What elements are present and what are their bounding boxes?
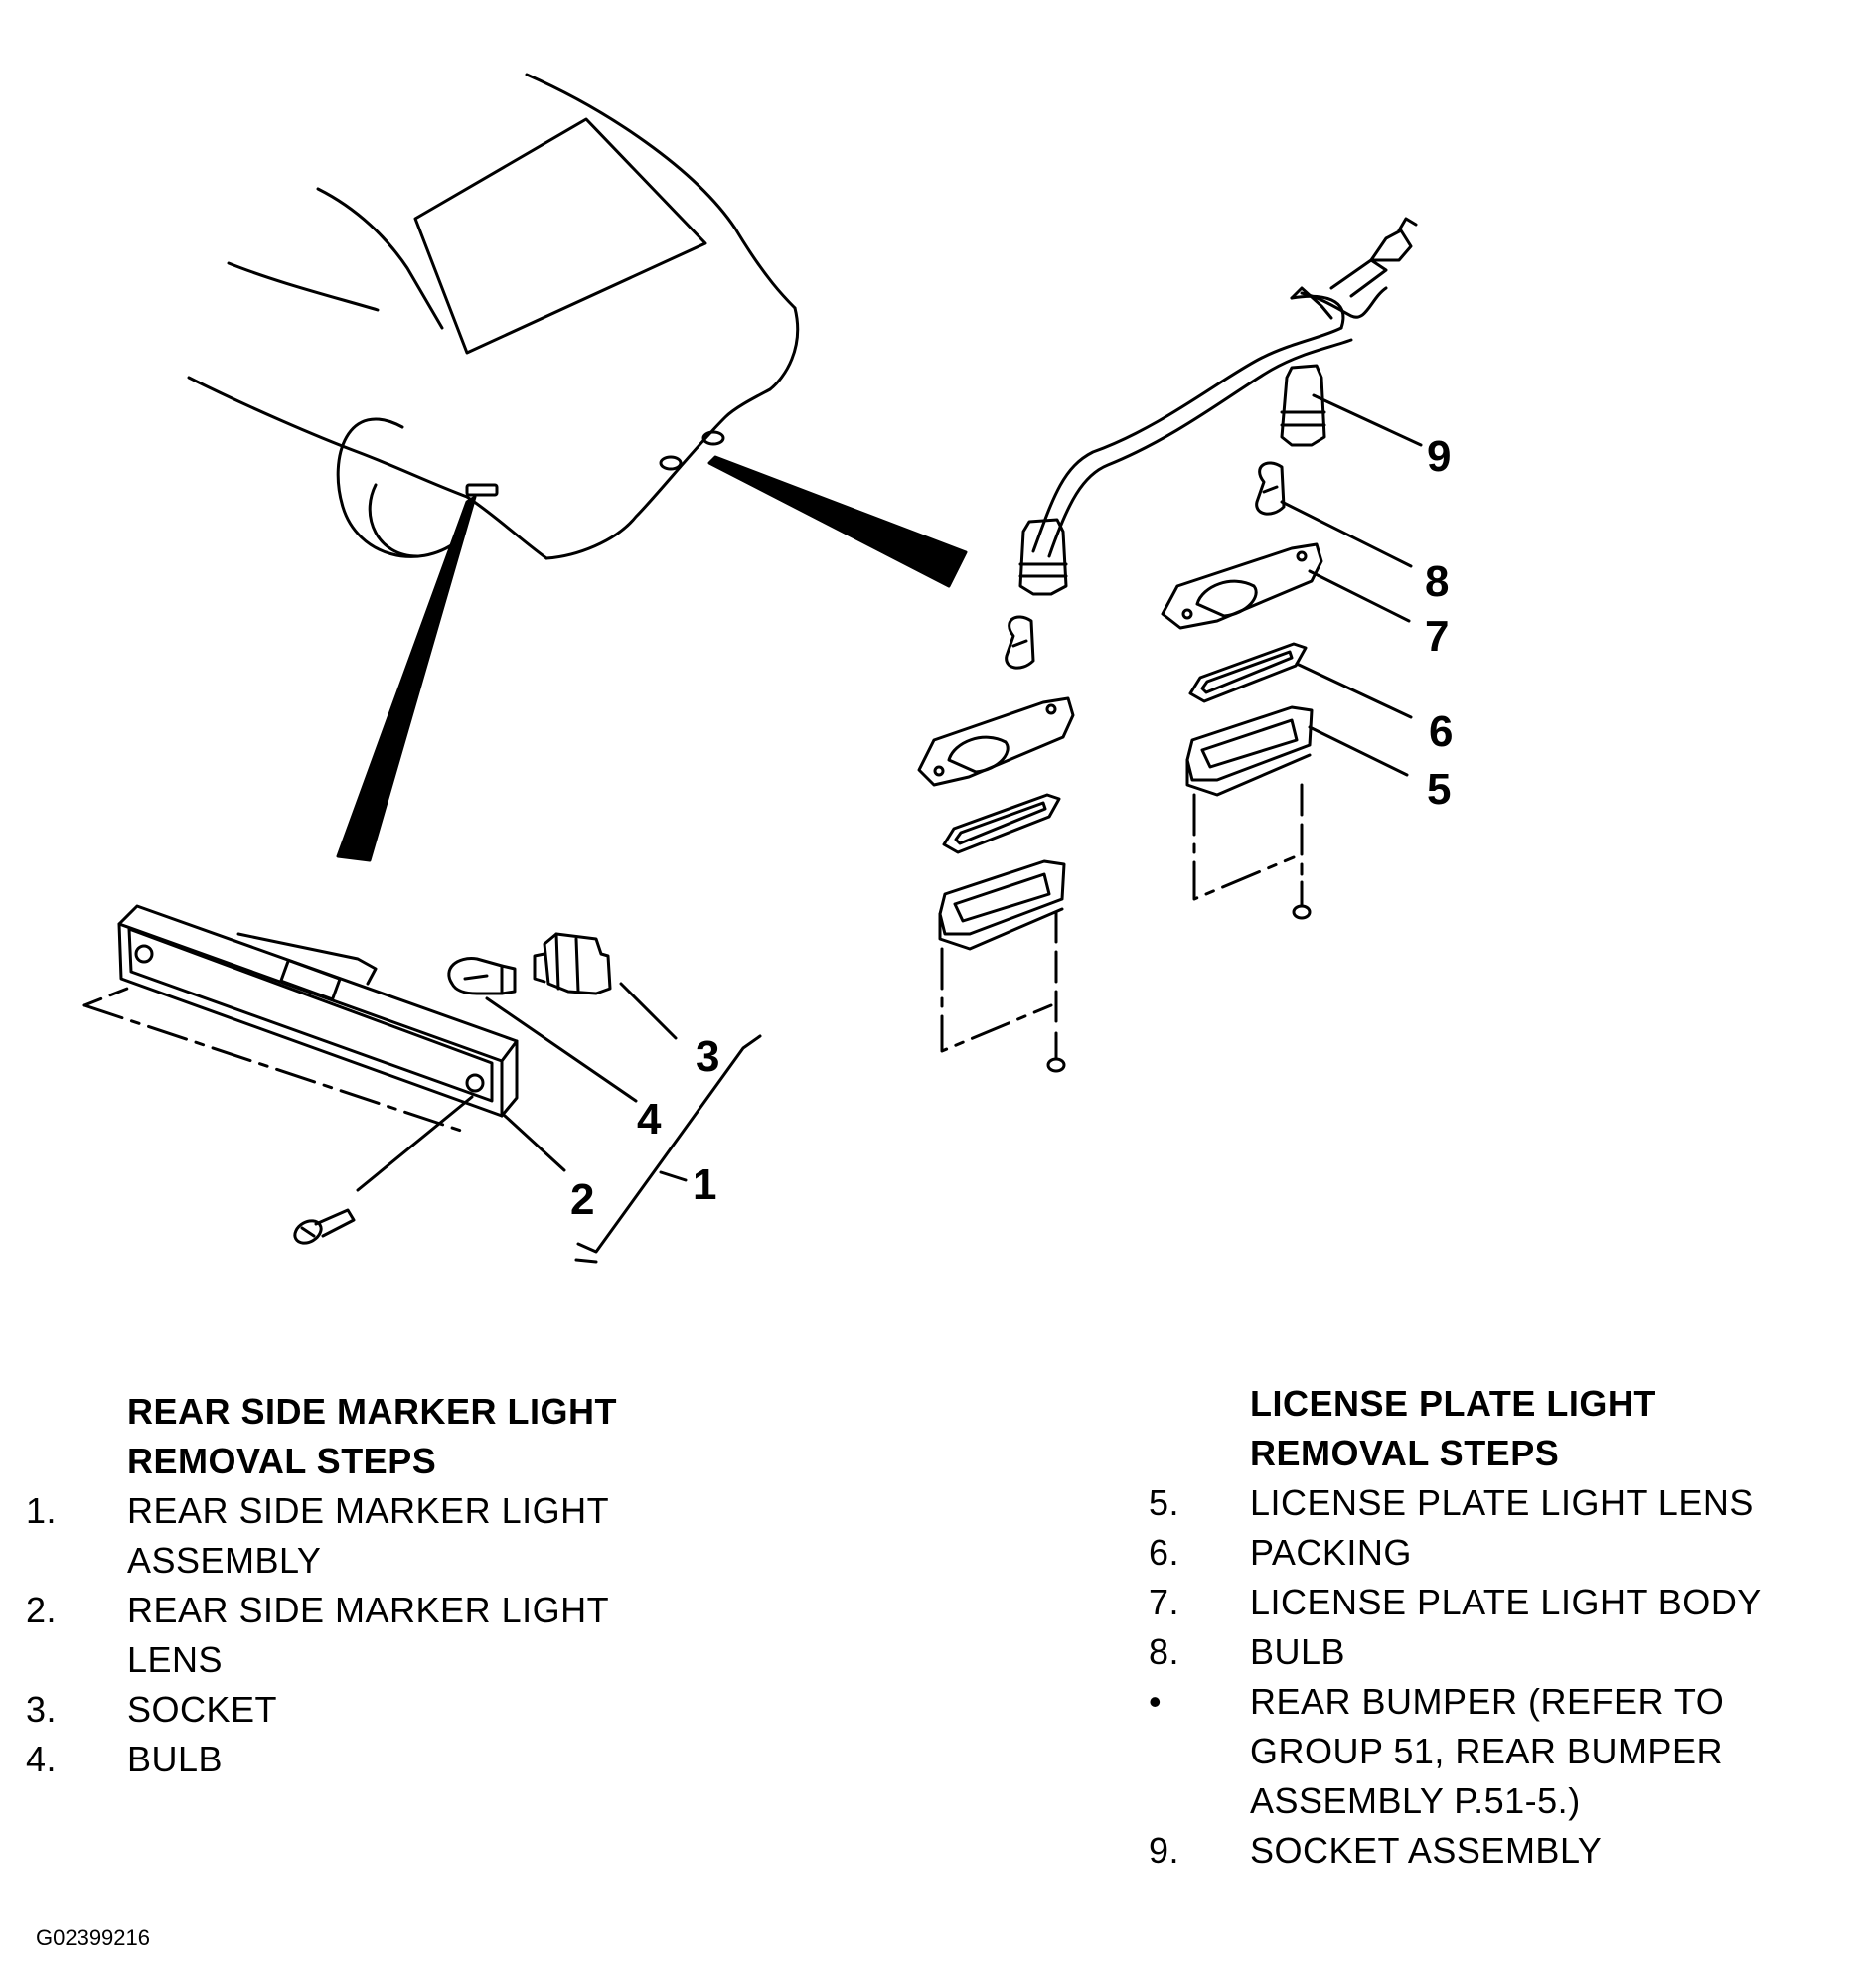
heading-line: REMOVAL STEPS [127, 1441, 437, 1481]
license-bulb-left-drawing [1005, 615, 1035, 670]
car-body-illustration [187, 73, 800, 560]
rear-side-marker-legend: REAR SIDE MARKER LIGHT REMOVAL STEPS 1. … [26, 1387, 684, 1784]
packing-drawing [1188, 642, 1308, 703]
packing-left-drawing [942, 793, 1061, 854]
step-number: 4. [26, 1739, 58, 1779]
license-screw-drawing [1292, 880, 1312, 920]
rear-side-marker-heading: REAR SIDE MARKER LIGHT REMOVAL STEPS [26, 1387, 684, 1486]
license-screw-left-drawing [1046, 1031, 1066, 1073]
marker-bulb-drawing [447, 957, 517, 995]
step-text: REAR SIDE MARKER LIGHT LENS [127, 1586, 684, 1685]
wiring-harness-drawing [1031, 217, 1418, 558]
step-text: REAR BUMPER (REFER TO GROUP 51, REAR BUM… [1250, 1677, 1846, 1826]
step-number: 8. [1149, 1631, 1180, 1672]
bullet-icon: • [1149, 1681, 1163, 1722]
marker-socket-drawing [533, 932, 612, 995]
callout-1: 1 [693, 1160, 716, 1209]
step-text-line: ASSEMBLY [127, 1540, 322, 1581]
license-light-body-drawing [1161, 542, 1323, 630]
heading-line: REAR SIDE MARKER LIGHT [127, 1391, 618, 1432]
license-plate-heading: LICENSE PLATE LIGHT REMOVAL STEPS [1149, 1379, 1806, 1478]
figure-code: G02399216 [36, 1925, 150, 1950]
step-text-line: REAR SIDE MARKER LIGHT [127, 1590, 610, 1630]
step-item: 4. BULB [26, 1735, 684, 1784]
step-text: PACKING [1250, 1532, 1412, 1573]
step-item: • REAR BUMPER (REFER TO GROUP 51, REAR B… [1149, 1677, 1846, 1826]
step-text: BULB [1250, 1631, 1346, 1672]
step-text-line: REAR SIDE MARKER LIGHT [127, 1490, 610, 1531]
exploded-view-diagram: 1 2 3 4 5 6 7 8 9 [82, 73, 1453, 1264]
marker-light-lens-drawing [117, 904, 519, 1118]
step-text: LICENSE PLATE LIGHT BODY [1250, 1582, 1762, 1622]
step-number: 2. [26, 1590, 58, 1630]
heading-line: LICENSE PLATE LIGHT [1250, 1383, 1656, 1424]
callout-8: 8 [1425, 557, 1449, 606]
step-item: 7. LICENSE PLATE LIGHT BODY [1149, 1578, 1846, 1627]
step-number: 6. [1149, 1532, 1180, 1573]
assembly-dash-line [82, 987, 129, 1007]
step-text-line: REAR BUMPER (REFER TO [1250, 1681, 1725, 1722]
step-text: REAR SIDE MARKER LIGHT ASSEMBLY [127, 1486, 684, 1586]
step-item: 3. SOCKET [26, 1685, 684, 1735]
step-item: 1. REAR SIDE MARKER LIGHT ASSEMBLY [26, 1486, 684, 1586]
step-item: 2. REAR SIDE MARKER LIGHT LENS [26, 1586, 684, 1685]
license-lens-left-drawing [938, 859, 1066, 951]
callout-7: 7 [1425, 612, 1449, 661]
step-item: 8. BULB [1149, 1627, 1846, 1677]
license-bulb-drawing [1255, 461, 1286, 516]
socket-assembly-drawing [1280, 364, 1326, 447]
step-text: SOCKET [127, 1689, 278, 1730]
license-plate-legend: LICENSE PLATE LIGHT REMOVAL STEPS 5. LIC… [1149, 1379, 1846, 1876]
step-text: BULB [127, 1739, 224, 1779]
step-text-line: LENS [127, 1639, 224, 1680]
step-item: 6. PACKING [1149, 1528, 1846, 1578]
step-item: 9. SOCKET ASSEMBLY [1149, 1826, 1846, 1876]
pointer-wedge-license [707, 455, 968, 588]
step-text: SOCKET ASSEMBLY [1250, 1830, 1603, 1871]
callout-5: 5 [1427, 765, 1451, 814]
step-text-line: GROUP 51, REAR BUMPER [1250, 1731, 1723, 1771]
step-item: 5. LICENSE PLATE LIGHT LENS [1149, 1478, 1846, 1528]
step-number: 9. [1149, 1830, 1180, 1871]
step-number: 1. [26, 1490, 58, 1531]
callout-6: 6 [1429, 707, 1453, 756]
step-number: 5. [1149, 1482, 1180, 1523]
license-lens-drawing [1185, 705, 1314, 797]
step-number: 3. [26, 1689, 58, 1730]
license-light-body-left-drawing [917, 696, 1075, 787]
callout-4: 4 [637, 1095, 662, 1144]
socket-left-drawing [1018, 518, 1068, 596]
step-text-line: ASSEMBLY P.51-5.) [1250, 1780, 1581, 1821]
callout-2: 2 [570, 1175, 594, 1224]
pointer-wedge-marker [336, 495, 477, 862]
step-number: 7. [1149, 1582, 1180, 1622]
marker-screw-drawing [293, 1208, 356, 1245]
heading-line: REMOVAL STEPS [1250, 1433, 1560, 1473]
callout-9: 9 [1427, 432, 1451, 481]
callout-3: 3 [696, 1032, 719, 1081]
step-text: LICENSE PLATE LIGHT LENS [1250, 1482, 1754, 1523]
